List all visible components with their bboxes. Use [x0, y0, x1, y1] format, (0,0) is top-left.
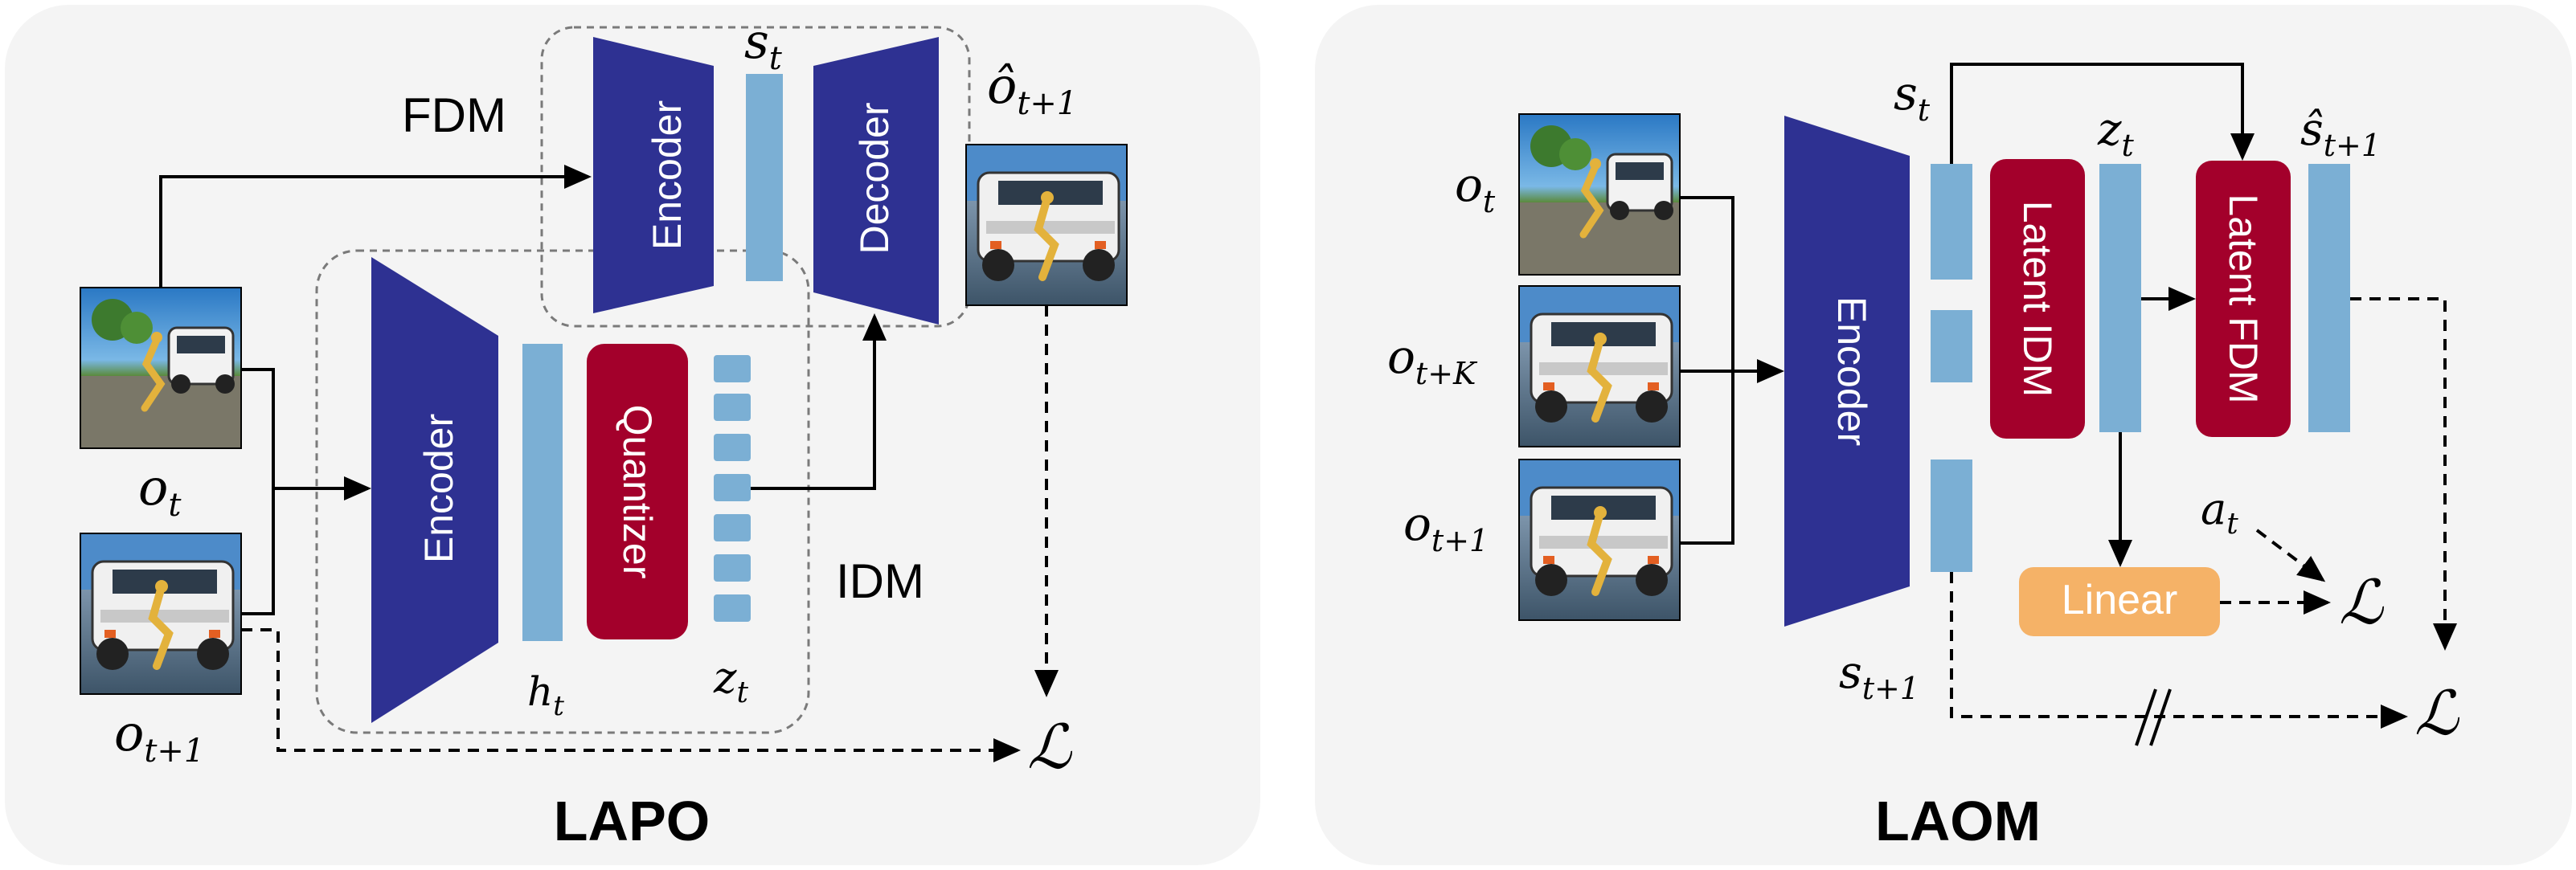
- laom-frame-o-t-image: [1518, 113, 1681, 276]
- laom-o-tk-label: ot+K: [1387, 329, 1478, 391]
- laom-latent-s-tk-bar: [1931, 310, 1972, 382]
- arrow-o-t-to-merge: [241, 368, 275, 615]
- laom-s-hat-latent-bar: [2308, 164, 2350, 432]
- laom-loss-latent-symbol: ℒ: [2414, 677, 2460, 749]
- latent-idm-block: [1990, 159, 2085, 439]
- lapo-frame-o-next-image: [80, 533, 242, 695]
- lapo-o-hat-next-label: ôt+1: [987, 56, 1077, 122]
- dashed-target-to-loss: [241, 628, 1021, 762]
- laom-encoder-block: [1784, 116, 1910, 627]
- laom-latent-s-t-bar: [1931, 164, 1972, 280]
- fdm-encoder-block: [593, 37, 714, 313]
- laom-panel-background: [1315, 5, 2572, 865]
- lapo-loss-symbol: ℒ: [1027, 711, 1073, 782]
- fdm-label: FDM: [402, 88, 506, 142]
- z-code: [714, 434, 751, 461]
- latent-idm-label: Latent IDM: [2015, 201, 2060, 398]
- lapo-z-t-label: zt: [713, 652, 748, 709]
- laom-title: LAOM: [1875, 790, 2041, 852]
- laom-o-t-label: ot: [1455, 157, 1496, 219]
- laom-arrow-s-t-to-fdm: [1950, 63, 2255, 164]
- z-code: [714, 394, 751, 421]
- lapo-panel: FDM IDM Encoder Decoder st ôt+1 ot ot+1: [5, 5, 1260, 865]
- z-code: [714, 554, 751, 582]
- lapo-h-t-label: ht: [527, 668, 564, 722]
- linear-probe-label: Linear: [2062, 577, 2178, 623]
- z-code: [714, 474, 751, 501]
- idm-encoder-label: Encoder: [416, 414, 461, 563]
- fdm-latent-bar: [746, 74, 783, 281]
- idm-z-codes: [714, 355, 751, 622]
- idm-encoder-block: [371, 257, 498, 723]
- fdm-decoder-block: [813, 37, 939, 325]
- laom-panel: ot ot+K ot+1 Encoder st Latent IDM zt La…: [1315, 5, 2572, 865]
- laom-loss-action-symbol: ℒ: [2339, 566, 2385, 638]
- linear-probe-block: [2019, 567, 2220, 636]
- laom-dashed-a-t-to-loss: [2255, 529, 2326, 582]
- z-code: [714, 594, 751, 622]
- laom-s-t-label: st: [1894, 66, 1931, 128]
- latent-fdm-block: [2196, 161, 2291, 437]
- laom-frame-o-next-image: [1518, 459, 1681, 621]
- laom-z-t-label: zt: [2097, 104, 2135, 163]
- lapo-o-t-label: ot: [138, 458, 182, 524]
- laom-a-t-label: at: [2201, 484, 2238, 541]
- laom-s-next-label: st+1: [1839, 647, 1919, 706]
- arrow-z-to-decoder: [751, 313, 887, 490]
- laom-s-hat-next-label: ŝt+1: [2300, 104, 2381, 163]
- z-code: [714, 514, 751, 541]
- laom-o-next-label: ot+1: [1403, 496, 1489, 558]
- idm-h-latent-bar: [522, 344, 563, 641]
- laom-z-latent-bar: [2099, 164, 2141, 432]
- lapo-title: LAPO: [554, 790, 710, 852]
- quantizer-block: [587, 344, 688, 639]
- idm-group-outline: [315, 249, 810, 734]
- laom-dashed-target-to-loss: [1950, 572, 2408, 729]
- idm-label: IDM: [836, 554, 924, 608]
- stop-gradient-icon: [2135, 688, 2172, 746]
- z-code: [714, 355, 751, 382]
- latent-fdm-label: Latent FDM: [2221, 194, 2266, 403]
- lapo-predicted-frame-image: [965, 144, 1128, 306]
- arrow-o-t-to-fdm-encoder: [159, 165, 592, 288]
- laom-latent-s-next-bar: [1931, 460, 1972, 572]
- fdm-decoder-label: Decoder: [852, 103, 897, 255]
- lapo-o-next-label: ot+1: [114, 704, 204, 770]
- laom-frame-o-tk-image: [1518, 285, 1681, 447]
- lapo-frame-o-t-image: [80, 287, 242, 449]
- fdm-encoder-label: Encoder: [645, 100, 690, 250]
- laom-encoder-label: Encoder: [1829, 296, 1874, 446]
- quantizer-label: Quantizer: [615, 405, 660, 579]
- lapo-s-t-label: st: [744, 14, 783, 77]
